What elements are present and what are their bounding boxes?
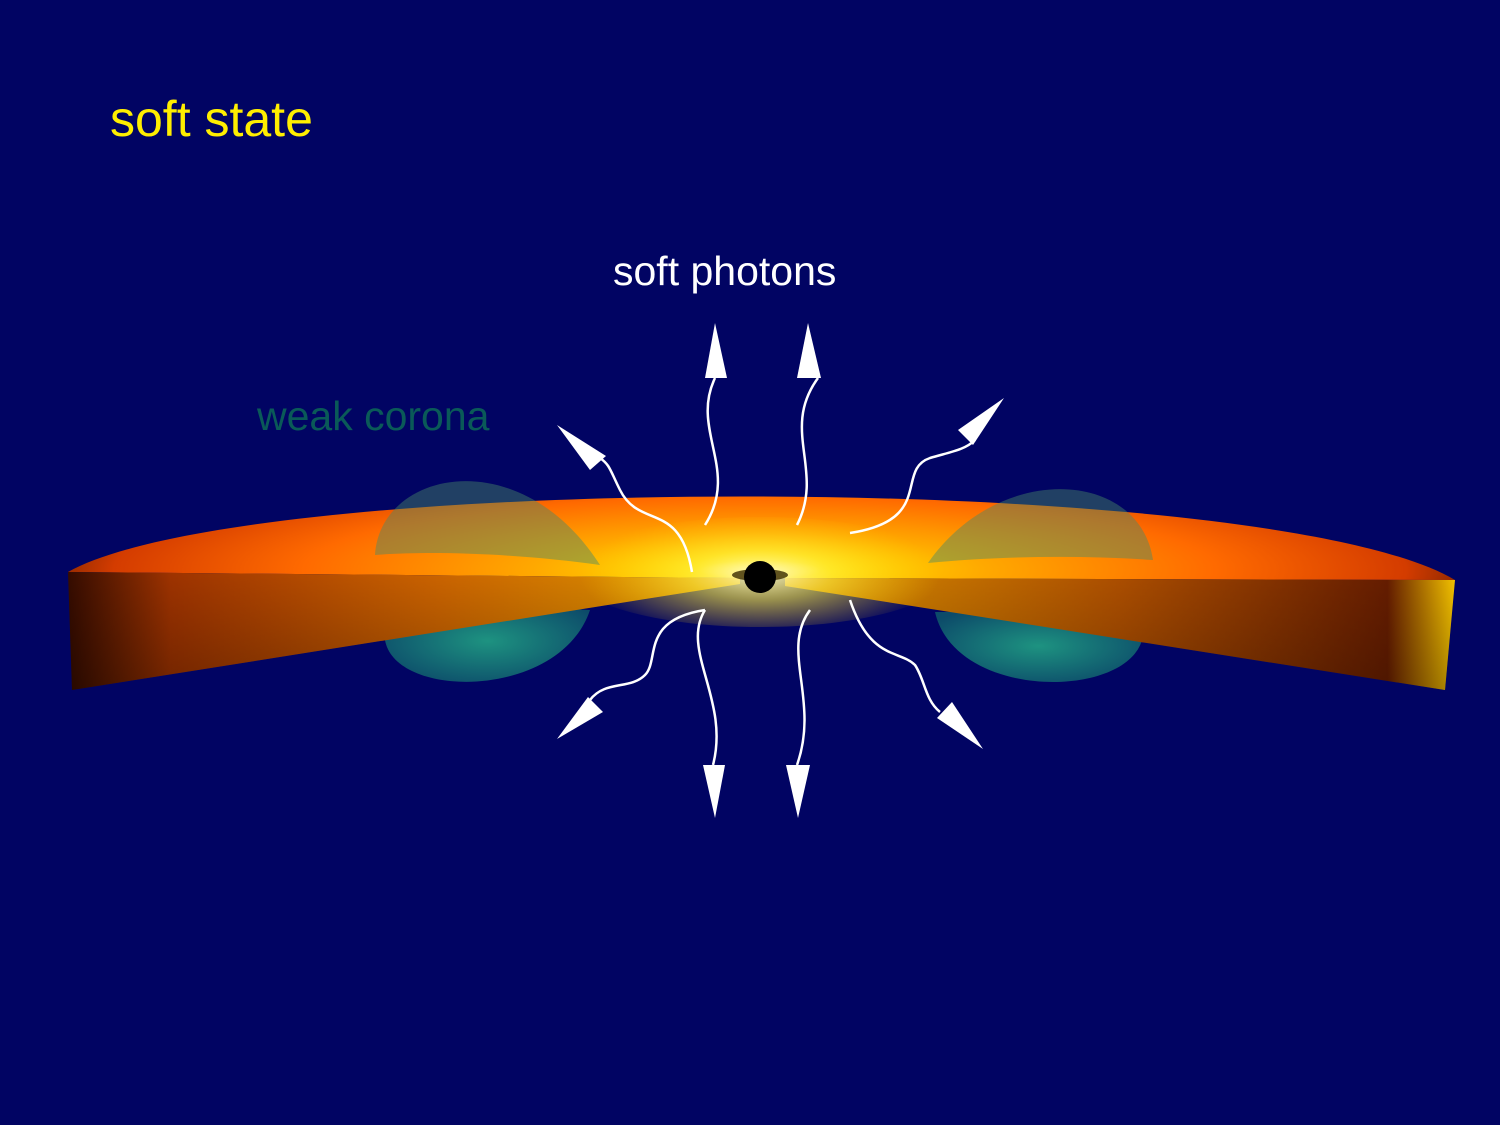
photon-path-up-2 bbox=[795, 377, 820, 526]
photon-path-down-left bbox=[589, 608, 706, 701]
page-title: soft state bbox=[110, 91, 313, 147]
corona-upper-left bbox=[375, 481, 600, 565]
photon-path-down-2 bbox=[795, 609, 812, 766]
photon-arrow-icon bbox=[705, 323, 727, 378]
photon-arrow-icon bbox=[557, 697, 603, 739]
photon-arrow-icon bbox=[703, 765, 725, 818]
photon-arrow-icon bbox=[557, 425, 606, 470]
corona-upper bbox=[375, 481, 1153, 565]
photon-path-up-1 bbox=[703, 377, 720, 526]
black-hole-icon bbox=[744, 561, 776, 593]
photon-arrow-icon bbox=[797, 323, 821, 378]
corona-upper-right bbox=[928, 489, 1153, 563]
photon-path-down-right bbox=[848, 599, 941, 713]
weak-corona-label: weak corona bbox=[257, 393, 490, 439]
photon-arrow-icon bbox=[958, 398, 1004, 445]
photon-path-up-left bbox=[599, 456, 694, 573]
photon-path-up-right bbox=[849, 439, 976, 535]
soft-photons-label: soft photons bbox=[613, 248, 837, 294]
photon-path-down-1 bbox=[696, 609, 718, 766]
photon-arrow-icon bbox=[786, 765, 810, 818]
photon-arrows bbox=[557, 323, 1004, 818]
photon-arrow-icon bbox=[937, 702, 983, 749]
photon-paths bbox=[589, 377, 976, 766]
